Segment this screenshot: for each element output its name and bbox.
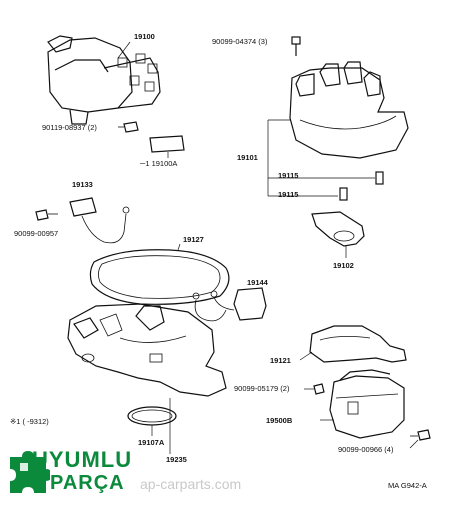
label-90099-05179: 90099-05179 (2) bbox=[234, 384, 290, 393]
label-90099-04374: 90099-04374 (3) bbox=[212, 37, 268, 46]
label-19101: 19101 bbox=[237, 153, 258, 162]
label-19235: 19235 bbox=[166, 455, 187, 464]
gasket-19127-drawing bbox=[89, 243, 230, 305]
screw-90099-04374-drawing bbox=[291, 36, 301, 56]
distributor-assembly-drawing bbox=[47, 35, 161, 125]
logo-line-2: PARÇA bbox=[50, 472, 125, 494]
cover-19121-drawing bbox=[299, 325, 407, 363]
screw-90099-05179-drawing bbox=[304, 383, 325, 395]
sensor-19133-drawing bbox=[35, 197, 130, 244]
bolt-90119-08937-drawing bbox=[118, 121, 139, 133]
label-19115-lower: 19115 bbox=[278, 190, 299, 199]
distributor-housing-drawing bbox=[67, 303, 227, 397]
rotor-drawing bbox=[311, 211, 365, 258]
footnote-note: ※1 ( -9312) bbox=[10, 417, 49, 426]
label-90119-08937: 90119-08937 (2) bbox=[42, 123, 97, 132]
screw-90099-00966-drawing bbox=[409, 429, 431, 449]
label-plate-19100A-drawing bbox=[149, 135, 185, 158]
label-19100A: ─1 19100A bbox=[140, 159, 178, 168]
igniter-19500B-drawing bbox=[320, 369, 405, 439]
label-19107A: 19107A bbox=[138, 438, 165, 447]
watermark-text: ap-carparts.com bbox=[140, 476, 242, 492]
label-19115-upper: 19115 bbox=[278, 171, 299, 180]
label-19133: 19133 bbox=[72, 180, 93, 189]
brand-logo: UYUMLU PARÇA bbox=[6, 449, 221, 497]
label-19127: 19127 bbox=[183, 235, 204, 244]
distributor-cap-drawing bbox=[267, 61, 409, 196]
label-19500B: 19500B bbox=[266, 416, 293, 425]
connector-19144-drawing bbox=[192, 287, 267, 322]
figure-reference: MA G942-A bbox=[388, 481, 427, 490]
o-ring-drawing bbox=[127, 406, 177, 436]
label-19100: 19100 bbox=[134, 32, 155, 41]
seal-19115-drawing bbox=[268, 171, 384, 201]
label-19121: 19121 bbox=[270, 356, 291, 365]
label-19102: 19102 bbox=[333, 261, 354, 270]
label-90099-00966: 90099-00966 (4) bbox=[338, 445, 394, 454]
label-19144: 19144 bbox=[247, 278, 268, 287]
logo-line-1: UYUMLU bbox=[32, 447, 133, 472]
label-90099-00957: 90099-00957 bbox=[14, 229, 59, 238]
puzzle-piece-icon bbox=[10, 451, 50, 493]
